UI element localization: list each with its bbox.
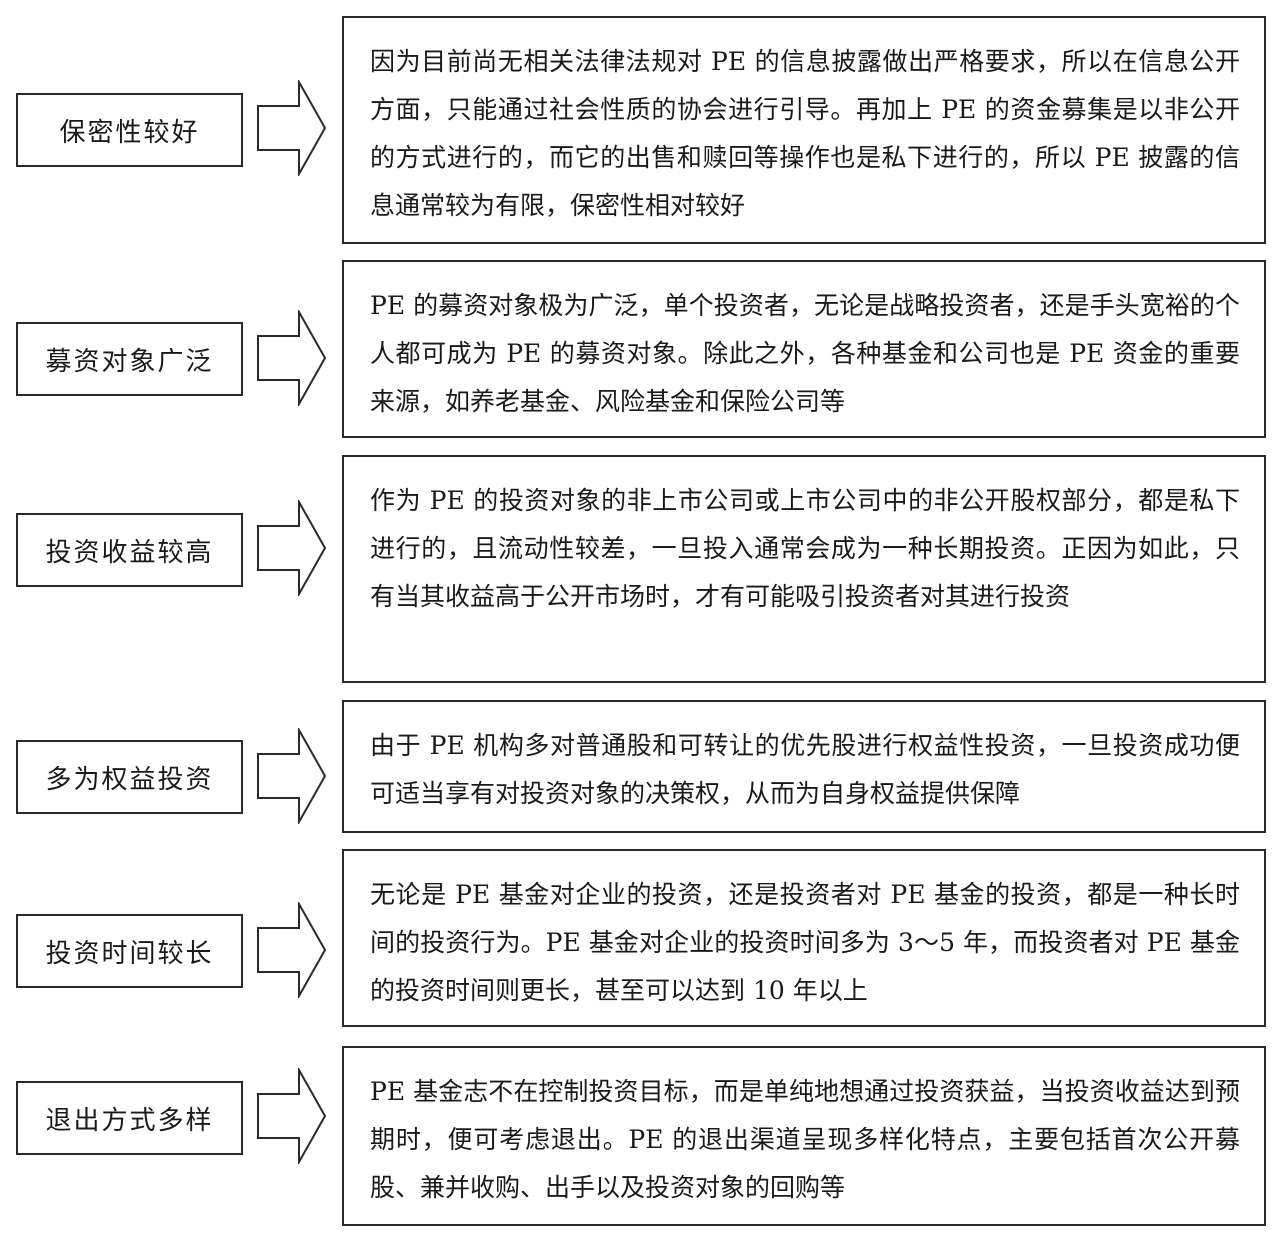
feature-description: 由于 PE 机构多对普通股和可转让的优先股进行权益性投资，一旦投资成功便可适当享… — [342, 700, 1266, 833]
right-arrow-icon — [257, 1068, 327, 1164]
feature-label: 保密性较好 — [16, 93, 243, 167]
feature-description: 因为目前尚无相关法律法规对 PE 的信息披露做出严格要求，所以在信息公开方面，只… — [342, 16, 1266, 244]
feature-description: PE 基金志不在控制投资目标，而是单纯地想通过投资获益，当投资收益达到预期时，便… — [342, 1046, 1266, 1226]
right-arrow-icon — [257, 728, 327, 824]
feature-label: 募资对象广泛 — [16, 322, 243, 396]
feature-description: 作为 PE 的投资对象的非上市公司或上市公司中的非公开股权部分，都是私下进行的，… — [342, 455, 1266, 683]
feature-label: 退出方式多样 — [16, 1081, 243, 1155]
right-arrow-icon — [257, 500, 327, 596]
feature-description: PE 的募资对象极为广泛，单个投资者，无论是战略投资者，还是手头宽裕的个人都可成… — [342, 260, 1266, 438]
right-arrow-icon — [257, 902, 327, 998]
feature-label: 多为权益投资 — [16, 740, 243, 814]
feature-label: 投资时间较长 — [16, 914, 243, 988]
right-arrow-icon — [257, 310, 327, 406]
right-arrow-icon — [257, 80, 327, 176]
feature-description: 无论是 PE 基金对企业的投资，还是投资者对 PE 基金的投资，都是一种长时间的… — [342, 849, 1266, 1027]
feature-label: 投资收益较高 — [16, 513, 243, 587]
